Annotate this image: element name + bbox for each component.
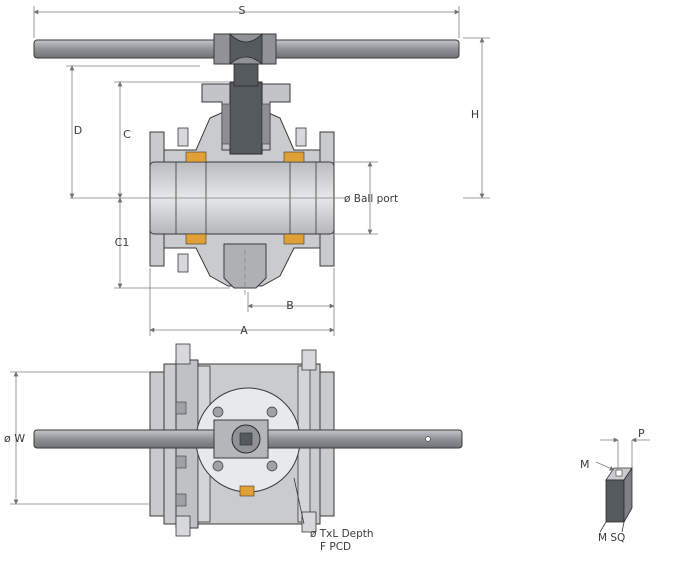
seat [185, 233, 207, 245]
tapping-hole [266, 406, 278, 418]
dimension-lines-detail [595, 437, 650, 471]
stem-gland [261, 103, 271, 145]
dimension-lines-bottom [10, 371, 150, 505]
seat [283, 233, 305, 245]
plan-view [33, 343, 463, 537]
dim-p-label: P [638, 427, 645, 440]
bolt-plan [175, 515, 191, 537]
dim-b-label: B [286, 299, 294, 312]
tapping-note-line2: F PCD [320, 541, 351, 553]
dim-d-label: D [74, 124, 82, 137]
seat [185, 151, 207, 163]
stem-detail [599, 466, 633, 533]
dim-c1-label: C1 [115, 236, 130, 249]
ball-port-label: ø Ball port [344, 193, 398, 205]
dim-m-label: M [580, 458, 590, 471]
bolt-plan [301, 511, 317, 533]
dim-s-label: S [239, 4, 246, 17]
section-view [33, 33, 460, 296]
tapping-hole [212, 460, 224, 472]
dim-a-label: A [240, 324, 248, 337]
dim-w-label: ø W [4, 432, 25, 445]
stem [229, 81, 263, 155]
bolt-plan [301, 349, 317, 371]
stem-gland [221, 103, 231, 145]
seat [283, 151, 305, 163]
flange-bolt [177, 253, 189, 273]
tapping-hole [266, 460, 278, 472]
stem-square-label: M SQ [598, 532, 625, 544]
dim-h-label: H [471, 108, 479, 121]
tapping-hole [212, 406, 224, 418]
dim-c-label: C [123, 128, 131, 141]
flange-bolt [177, 127, 189, 147]
tapping-note-line1: ø TxL Depth [310, 528, 374, 540]
dimension-lines-top [33, 6, 490, 336]
flange-bolt [295, 127, 307, 147]
bolt-plan [175, 343, 191, 365]
